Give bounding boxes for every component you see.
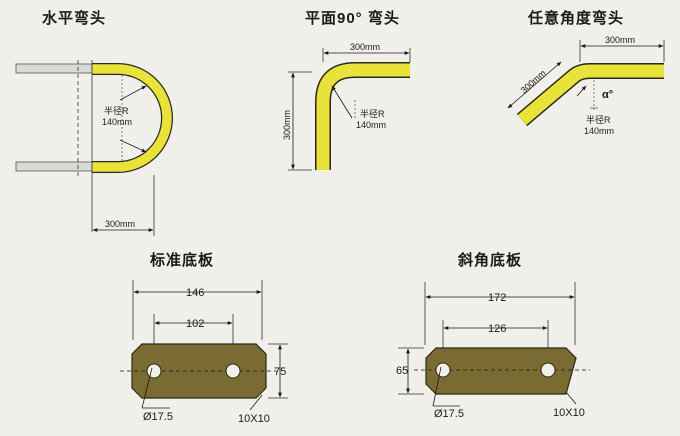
- horizontal-length-label: 300mm: [350, 42, 380, 52]
- title-standard-plate: 标准底板: [149, 251, 214, 269]
- hole-leader: [141, 367, 153, 409]
- title-any-angle-bend: 任意角度弯头: [527, 9, 624, 27]
- height-label: 75: [274, 366, 286, 378]
- radius-value: 140mm: [356, 120, 386, 130]
- horizontal-length-label: 300mm: [605, 35, 635, 45]
- hole-spacing-label: 102: [186, 318, 204, 330]
- overall-width-label: 172: [488, 292, 506, 304]
- steel-rod-bottom: [15, 161, 93, 172]
- radius-leader-top: [119, 85, 147, 101]
- chamfer-label: 10X10: [553, 407, 585, 419]
- height-label: 65: [396, 365, 408, 377]
- radius-value: 140mm: [102, 117, 132, 127]
- angle-label: α°: [602, 89, 613, 101]
- radius-label: 半径R: [360, 108, 385, 119]
- vertical-length-label: 300mm: [282, 110, 292, 140]
- angle-pipe: [517, 64, 664, 125]
- bolt-hole-right: [540, 362, 556, 378]
- standard-plate-figure: 146 102 75 Ø17.5 10X10: [120, 280, 288, 425]
- length-label: 300mm: [105, 219, 135, 229]
- bevel-plate-figure: 172 126 65 Ø17.5 10X10: [396, 282, 590, 420]
- radius-label: 半径R: [104, 105, 129, 116]
- steel-rod-top: [15, 63, 93, 74]
- hole-diameter-label: Ø17.5: [143, 411, 173, 423]
- radius-label: 半径R: [586, 114, 611, 125]
- radius-leader: [331, 85, 353, 119]
- title-horizontal-bend: 水平弯头: [42, 9, 106, 27]
- title-bevel-plate: 斜角底板: [457, 251, 522, 269]
- bolt-hole-right: [225, 363, 241, 379]
- bolt-hole-left: [435, 362, 451, 378]
- dim-line-slanted: [507, 61, 562, 109]
- bolt-hole-left: [146, 363, 162, 379]
- chamfer-leader: [565, 391, 577, 405]
- u-pipe: [92, 64, 172, 172]
- any-angle-bend-figure: 300mm 300mm α° 半径R 140mm: [507, 35, 665, 136]
- hole-diameter-label: Ø17.5: [434, 408, 464, 420]
- chamfer-label: 10X10: [238, 413, 270, 425]
- radius-leader-bottom: [119, 139, 147, 153]
- hole-leader: [432, 366, 442, 407]
- horizontal-bend-figure: 半径R 140mm 300mm: [15, 60, 173, 236]
- hole-spacing-label: 126: [488, 323, 506, 335]
- flat-90-bend-figure: 300mm 300mm 半径R 140mm: [282, 42, 411, 171]
- radius-value: 140mm: [584, 126, 614, 136]
- radius-leader: [576, 85, 587, 97]
- chamfer-leader: [249, 394, 263, 411]
- bevel-plate-body: [425, 347, 577, 395]
- slanted-length-label: 300mm: [519, 68, 548, 96]
- l-pipe: [316, 63, 410, 170]
- overall-width-label: 146: [186, 287, 204, 299]
- title-flat-90-bend: 平面90° 弯头: [305, 9, 400, 27]
